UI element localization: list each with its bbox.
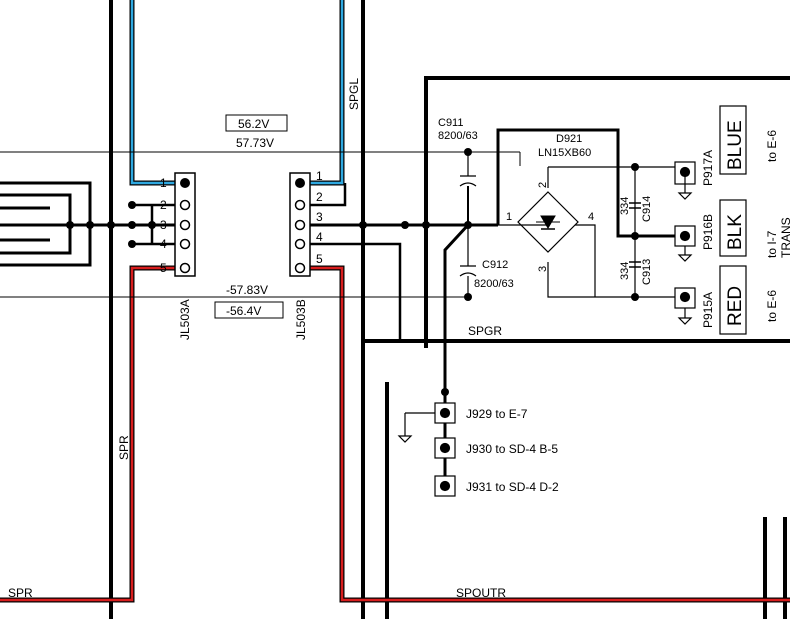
jack-j930: J930 to SD-4 B-5 (466, 442, 558, 456)
net-spoutr: SPOUTR (456, 586, 506, 600)
spgl-wire-blue (129, 0, 345, 186)
dest-e6-top: to E-6 (765, 130, 779, 162)
voltage-neg-boxed: -56.4V (226, 304, 261, 318)
bridge-rectifier-d921 (496, 128, 690, 298)
p916b-ref: P916B (701, 214, 715, 250)
jl503a-pin-5: 5 (160, 261, 167, 275)
d921-pin-2: 2 (537, 182, 549, 188)
c911-ref: C911 (438, 117, 463, 129)
c914-ref: C914 (641, 196, 653, 222)
net-spgl: SPGL (347, 78, 361, 110)
c913-value: 334 (619, 262, 631, 280)
net-spgr: SPGR (468, 324, 502, 338)
dest-i7: to I-7 (765, 230, 779, 258)
p915a-ref: P915A (701, 292, 715, 328)
jl503a-pin-2: 2 (160, 198, 167, 212)
wire-color-red: RED (725, 286, 746, 326)
jl503b-pin-5: 5 (316, 252, 323, 266)
connector-jl503a: 1 2 3 4 5 JL503A (160, 172, 196, 340)
capacitors-c911-c912 (443, 152, 477, 392)
jl503b-pin-2: 2 (316, 190, 323, 204)
right-terminals (674, 105, 747, 335)
voltage-neg: -57.83V (226, 283, 268, 297)
d921-ref: D921 (556, 133, 582, 145)
c914-value: 334 (619, 197, 631, 215)
jl503a-pin-1: 1 (160, 176, 167, 190)
d921-value: LN15XB60 (538, 147, 591, 159)
jl503b-label: JL503B (294, 299, 308, 340)
jl503b-pin-1: 1 (316, 169, 323, 183)
jl503b-pin-4: 4 (316, 230, 323, 244)
d921-pin-4: 4 (588, 211, 594, 223)
thick-wires (109, 0, 790, 619)
jl503a-pin-wires (132, 183, 402, 340)
c911-value: 8200/63 (438, 130, 478, 142)
wire-color-blk: BLK (725, 214, 746, 250)
trans-label: TRANS (779, 217, 790, 258)
net-spr-vertical: SPR (117, 435, 131, 460)
jl503b-pin-3: 3 (316, 210, 323, 224)
d921-pin-3: 3 (537, 266, 549, 272)
net-spr: SPR (8, 586, 33, 600)
c912-value: 8200/63 (474, 278, 514, 290)
jack-j931: J931 to SD-4 D-2 (466, 480, 559, 494)
d921-pin-1: 1 (506, 211, 512, 223)
wire-color-blue: BLUE (725, 120, 746, 170)
c913-ref: C913 (641, 259, 653, 285)
connector-jl503b: 1 2 3 4 5 JL503B (289, 169, 323, 340)
voltage-rails (0, 151, 521, 298)
jacks (397, 392, 456, 497)
spr-wire-red (0, 265, 790, 603)
jl503a-pin-4: 4 (160, 237, 167, 251)
jl503a-label: JL503A (178, 299, 192, 340)
p917a-ref: P917A (701, 150, 715, 186)
jack-j929: J929 to E-7 (466, 407, 528, 421)
voltage-pos: 57.73V (236, 136, 274, 150)
dest-e6-bottom: to E-6 (765, 290, 779, 322)
jl503a-pin-3: 3 (160, 218, 167, 232)
voltage-pos-boxed: 56.2V (238, 117, 269, 131)
c912-ref: C912 (482, 259, 508, 271)
